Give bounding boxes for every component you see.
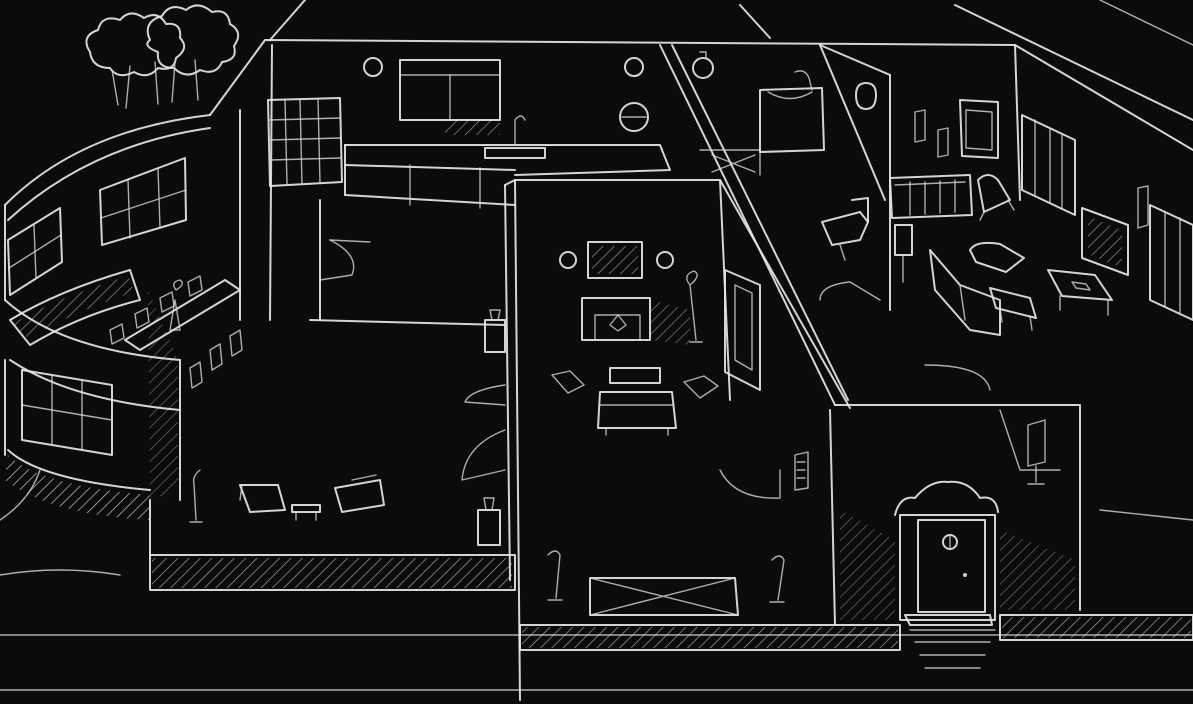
interior-walls (309, 44, 1081, 701)
patio-furniture (239, 474, 385, 521)
windows (7, 59, 1193, 456)
trees-sketch (85, 4, 240, 109)
road-lines (269, 0, 1193, 121)
front-door (840, 480, 1075, 669)
kitchen (344, 57, 671, 209)
entry-hall (547, 451, 809, 616)
door-swings (319, 149, 991, 499)
pedestals (189, 309, 506, 546)
living-room (551, 241, 761, 436)
outer-walls (4, 39, 1193, 321)
lounge-room (889, 99, 1193, 521)
dining-area (9, 269, 243, 389)
deck-base (149, 499, 1193, 651)
bookshelf (267, 97, 343, 187)
bathroom (692, 51, 877, 261)
